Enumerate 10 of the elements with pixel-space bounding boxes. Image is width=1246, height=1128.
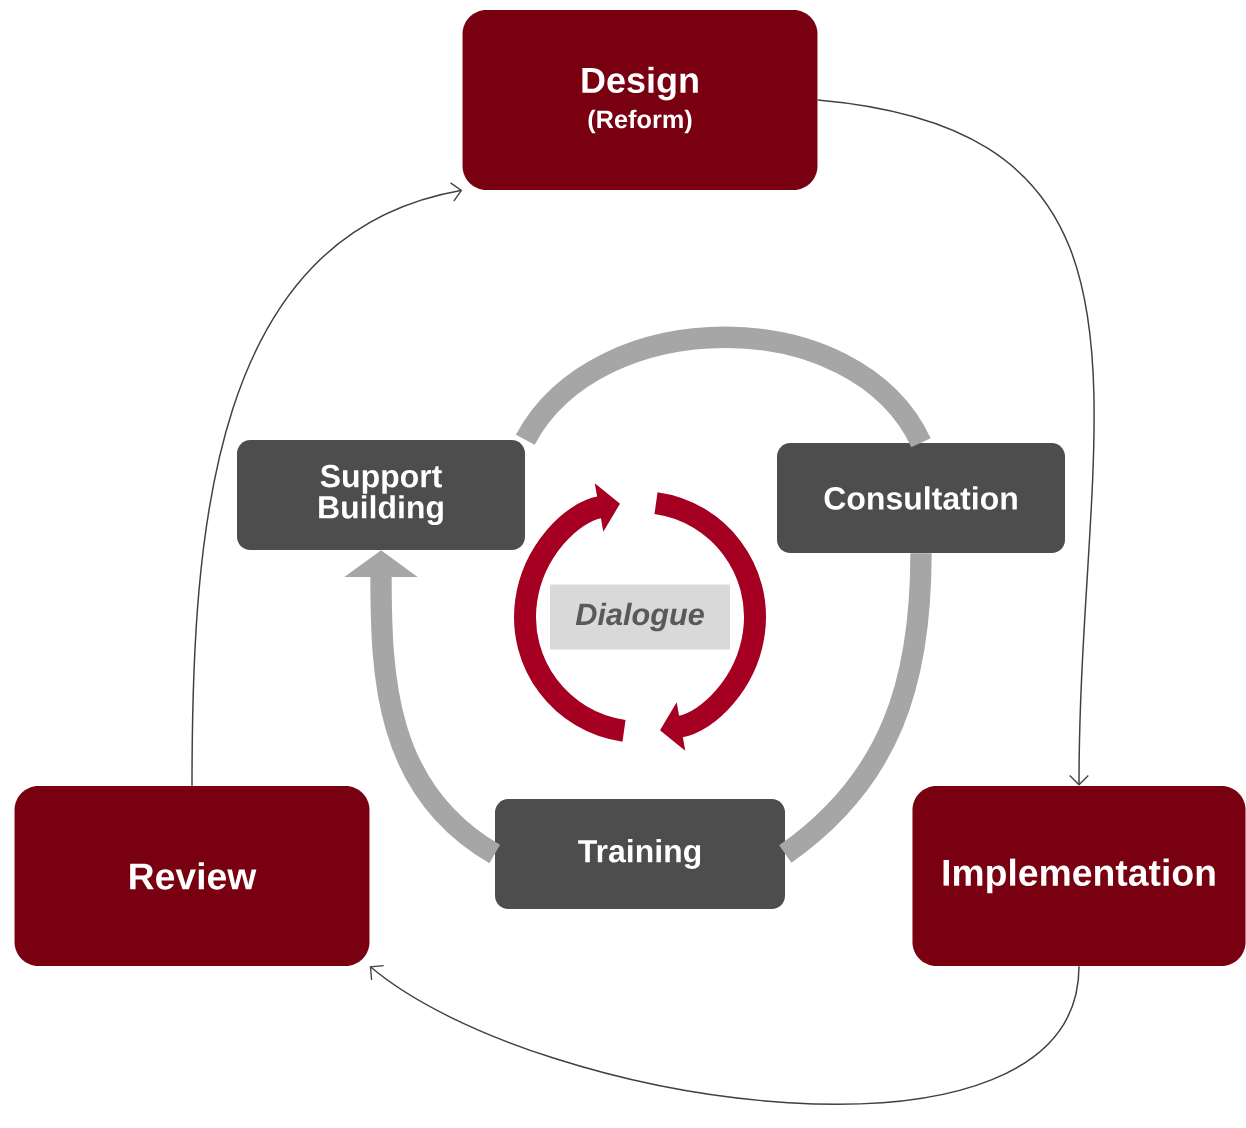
arrow: [817, 99, 1095, 786]
stage-box: Review: [14, 786, 370, 966]
activity-box: Training: [495, 799, 785, 909]
activity-box: Support Building: [237, 440, 525, 550]
stage-box: Design (Reform): [462, 10, 818, 190]
label-band: Dialogue: [550, 584, 730, 650]
stage-box: Implementation: [912, 786, 1246, 966]
arrow: [191, 182, 463, 787]
arrow: [369, 965, 1080, 1105]
activity-box: Consultation: [777, 443, 1065, 553]
